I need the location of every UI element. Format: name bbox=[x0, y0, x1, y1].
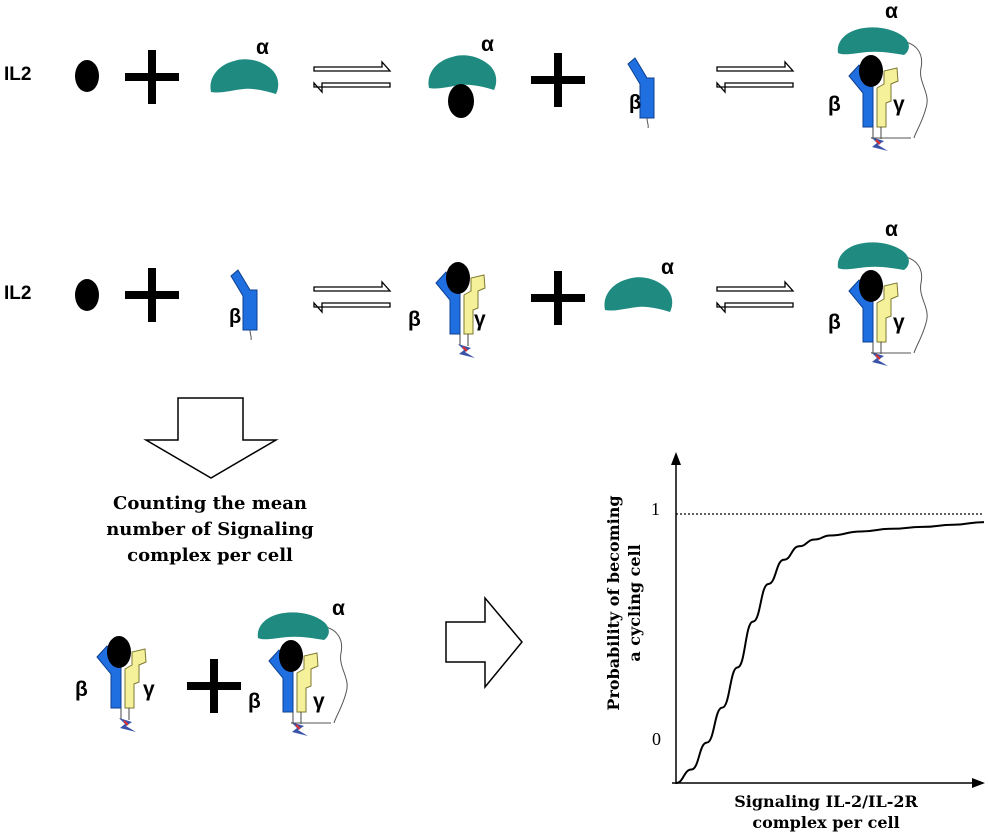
series-curve bbox=[675, 521, 985, 784]
row1-alpha-subunit bbox=[210, 59, 279, 94]
row2-quad-beta-label: β bbox=[828, 311, 841, 334]
row2-beta-label: β bbox=[229, 306, 242, 328]
x-axis-arrowhead bbox=[972, 778, 985, 788]
row1-ligand bbox=[75, 60, 99, 92]
row2-ligand bbox=[75, 279, 99, 311]
row2-equilibrium-arrows-2 bbox=[716, 281, 794, 313]
x-axis-label: Signaling IL-2/IL-2R complex per cell bbox=[686, 791, 966, 833]
row2-quaternary-complex bbox=[836, 241, 929, 367]
row1-alpha-label: α bbox=[256, 36, 269, 59]
caption-line2: number of Signaling bbox=[106, 519, 314, 540]
caption: Counting the mean number of Signaling co… bbox=[60, 491, 360, 569]
row2-plus-1 bbox=[125, 268, 179, 322]
row2-complex-gamma-label: γ bbox=[474, 308, 486, 331]
bottom-quaternary-complex bbox=[256, 611, 349, 737]
row2-complex-beta-label: β bbox=[408, 308, 421, 331]
bottom-beta-gamma-complex bbox=[96, 635, 147, 733]
row2-quad-gamma-label: γ bbox=[893, 311, 905, 334]
row1-quaternary-complex bbox=[836, 26, 929, 152]
row2-alpha-subunit bbox=[604, 277, 673, 312]
x-axis-label-line2: complex per cell bbox=[752, 813, 900, 832]
bottom-trimer-beta-label: β bbox=[75, 678, 88, 701]
row2-plus-2 bbox=[531, 271, 585, 325]
bottom-plus bbox=[187, 659, 241, 713]
bottom-trimer-gamma-label: γ bbox=[143, 678, 155, 701]
row1-il2-label: IL2 bbox=[4, 64, 32, 85]
bottom-quad-gamma-label: γ bbox=[313, 690, 325, 713]
y-axis-label: Probability of becoming a cycling cell bbox=[603, 473, 645, 733]
y-axis-label-line2: a cycling cell bbox=[625, 544, 644, 662]
row2-equilibrium-arrows-1 bbox=[313, 281, 391, 313]
row1-ligand-alpha-complex bbox=[428, 55, 497, 118]
row2-il2-label: IL2 bbox=[4, 283, 32, 304]
caption-line1: Counting the mean bbox=[113, 493, 307, 514]
row1-plus-1 bbox=[125, 50, 179, 104]
row2-beta-subunit bbox=[230, 269, 258, 341]
row1-plus-2 bbox=[531, 53, 585, 107]
row1-equilibrium-arrows-2 bbox=[716, 61, 794, 93]
row2-alpha-label: α bbox=[661, 256, 674, 279]
row1-equilibrium-arrows-1 bbox=[313, 61, 391, 93]
y-axis-label-line1: Probability of becoming bbox=[604, 495, 623, 711]
bottom-quad-alpha-label: α bbox=[332, 597, 345, 620]
probability-chart bbox=[671, 452, 985, 788]
big-right-arrow bbox=[445, 595, 523, 690]
x-axis-label-line1: Signaling IL-2/IL-2R bbox=[734, 792, 918, 811]
row1-beta-label: β bbox=[629, 92, 642, 114]
caption-line3: complex per cell bbox=[127, 545, 293, 566]
y-tick-0: 0 bbox=[652, 729, 661, 749]
row1-quad-alpha-label: α bbox=[885, 0, 898, 23]
y-tick-1: 1 bbox=[651, 499, 660, 519]
row1-quad-beta-label: β bbox=[828, 93, 841, 116]
bottom-quad-beta-label: β bbox=[248, 690, 261, 713]
y-axis-arrowhead bbox=[671, 452, 681, 465]
row1-quad-gamma-label: γ bbox=[893, 93, 905, 116]
big-down-arrow bbox=[143, 397, 279, 479]
row2-quad-alpha-label: α bbox=[885, 218, 898, 241]
row1-complex-alpha-label: α bbox=[481, 33, 494, 56]
